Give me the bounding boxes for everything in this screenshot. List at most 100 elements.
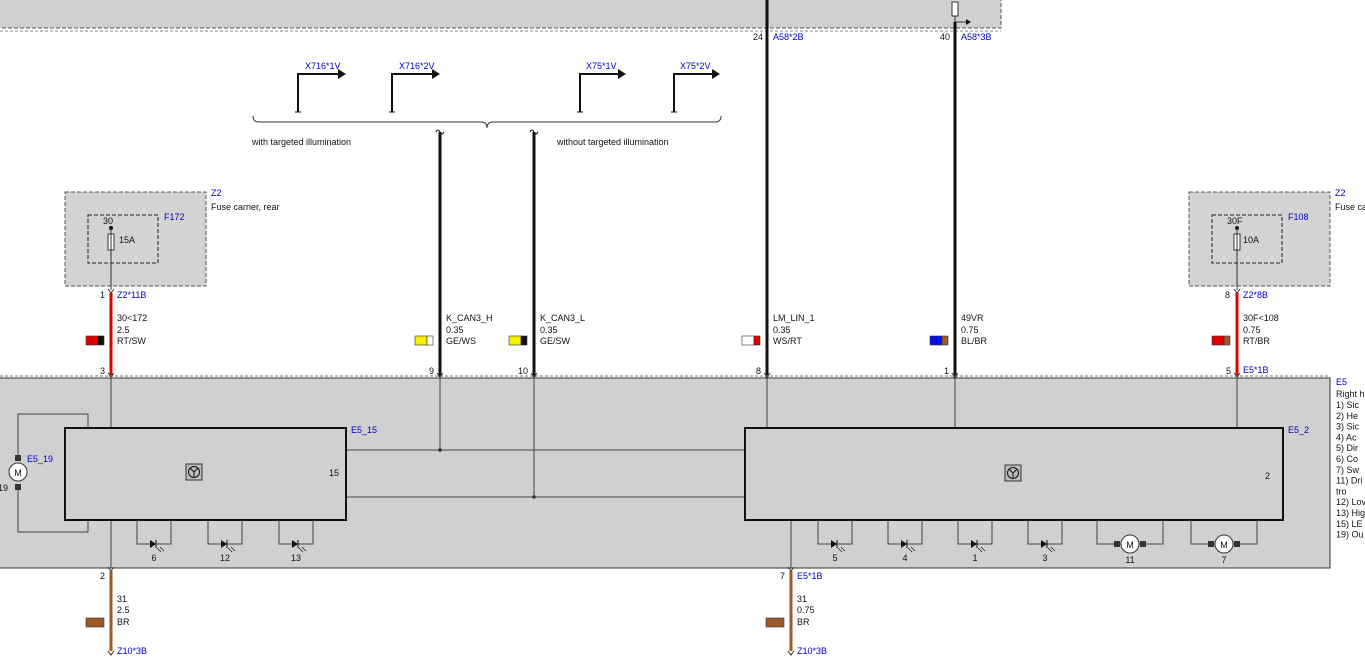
legend-item: 12) Lov [1336, 497, 1365, 507]
wire-pin-label: 9 [429, 366, 434, 376]
legend-item: 4) Ac [1336, 432, 1357, 442]
wire-color-code-label: RT/SW [117, 336, 146, 346]
sub-left-id: E5_15 [351, 425, 377, 435]
wire-color-code-label: RT/BR [1243, 336, 1270, 346]
top-connector-left-name: A58*2B [773, 32, 804, 42]
legend-item: 3) Sic [1336, 422, 1360, 432]
wire-color-code-label: GE/SW [540, 336, 571, 346]
led-icon: 13 [278, 520, 314, 563]
ground-connector-bottom: Z10*3B [797, 646, 827, 656]
motor-label: M [1126, 540, 1134, 550]
led-pin-label: 3 [1042, 553, 1047, 563]
ref-arrow-1: X716*1V [295, 61, 346, 113]
legend-item: 2) He [1336, 411, 1358, 421]
wire-pin-label: 1 [944, 366, 949, 376]
ref-arrow-2: X716*2V [389, 61, 440, 113]
fuse-right-connector: Z2*8B [1243, 290, 1268, 300]
led-icon: 5 [817, 520, 853, 563]
motor-icon: M 11 [1096, 520, 1164, 565]
fuse-right-pin: 8 [1225, 290, 1230, 300]
sub-right-pin: 2 [1265, 471, 1270, 481]
motor-pin-label: 11 [1125, 555, 1134, 565]
led-pin-label: 1 [972, 553, 977, 563]
ref-arrow-4: X75*2V [671, 61, 720, 113]
motor-left-label: M [14, 468, 22, 478]
ground-cross-section-label: 2.5 [117, 605, 130, 615]
fuse-carrier-right-name: Fuse ca [1335, 202, 1365, 212]
sub-left-pin: 15 [329, 468, 339, 478]
motor-e5-19: M E5_19 19 [0, 413, 89, 533]
top-connector-right-name: A58*3B [961, 32, 992, 42]
wire-signal-label: 30<172 [117, 313, 147, 323]
ref-arrow-3-label: X75*1V [586, 61, 617, 71]
ground-signal-label: 31 [797, 594, 807, 604]
wire-pin-label: 10 [518, 366, 528, 376]
motor-left-id: E5_19 [27, 454, 53, 464]
top-connector-right-pin: 40 [940, 32, 950, 42]
fuse-right-terminal: 30F [1227, 216, 1243, 226]
ref-arrow-1-label: X716*1V [305, 61, 341, 71]
wire-pin-label: 5 [1226, 366, 1231, 376]
ground-pin-label: 2 [100, 571, 105, 581]
wire-signal-label: K_CAN3_L [540, 313, 585, 323]
legend-item: 11) Dri [1336, 476, 1362, 486]
wire-pin-label: 8 [756, 366, 761, 376]
wire-color-swatch [741, 335, 761, 346]
legend-item: 19) Ou [1336, 530, 1364, 540]
wire-signal-label: LM_LIN_1 [773, 313, 815, 323]
fuse-right-rating: 10A [1243, 235, 1259, 245]
ref-arrow-3: X75*1V [577, 61, 626, 113]
motor-pin-label: 7 [1221, 555, 1226, 565]
wire-color-swatch [929, 335, 949, 346]
legend-item: 6) Co [1336, 454, 1358, 464]
fuse-left-rating: 15A [119, 235, 135, 245]
legend-item: 13) Hig [1336, 508, 1365, 518]
variant-with-label: with targeted illumination [251, 137, 351, 147]
ground-connector-top: E5*1B [797, 571, 823, 581]
fuse-left-id: F172 [164, 212, 185, 222]
wire-color-code-label: WS/RT [773, 336, 802, 346]
sub-right-id: E5_2 [1288, 425, 1309, 435]
top-connector-right: 40 A58*3B [940, 22, 992, 380]
led-icon: 12 [207, 520, 243, 563]
wire-color-swatch [85, 335, 105, 346]
ground-color-swatch [765, 617, 785, 628]
wire-cross-section-label: 0.75 [1243, 325, 1261, 335]
wire-color-code-label: BL/BR [961, 336, 988, 346]
control-unit-icon [185, 463, 203, 481]
ref-arrow-4-label: X75*2V [680, 61, 711, 71]
led-pin-label: 12 [220, 553, 230, 563]
wire-cross-section-label: 0.75 [961, 325, 979, 335]
ground-connector-bottom: Z10*3B [117, 646, 147, 656]
variant-brace [252, 115, 722, 129]
top-connector-left: 24 A58*2B [753, 0, 804, 380]
wire-cross-section-label: 2.5 [117, 325, 130, 335]
led-pin-label: 4 [902, 553, 907, 563]
wire-color-swatch [414, 335, 434, 346]
fuse-left-connector: Z2*11B [117, 290, 146, 300]
fuse-left-pin: 1 [100, 290, 105, 300]
fuse-carrier-right-id: Z2 [1335, 188, 1346, 198]
fuse-carrier-left-name: Fuse carrier, rear [211, 202, 280, 212]
motors-right: M 11M 7 [1096, 520, 1258, 565]
legend-item: 5) Dir [1336, 443, 1358, 453]
ground-pin-label: 7 [780, 571, 785, 581]
ref-arrow-2-label: X716*2V [399, 61, 435, 71]
fuse-left-terminal: 30 [103, 216, 113, 226]
wire-signal-label: 30F<108 [1243, 313, 1279, 323]
wire-cross-section-label: 0.35 [773, 325, 791, 335]
wire-signal-label: K_CAN3_H [446, 313, 493, 323]
wire-cross-section-label: 0.35 [446, 325, 464, 335]
ground-color-code-label: BR [117, 617, 130, 627]
led-icon: 1 [957, 520, 993, 563]
led-pin-label: 13 [291, 553, 301, 563]
module-e5-title: Right h [1336, 389, 1365, 399]
ground-cross-section-label: 0.75 [797, 605, 815, 615]
wire-signal-label: 49VR [961, 313, 984, 323]
wire-cross-section-label: 0.35 [540, 325, 558, 335]
fuse-carrier-right: Z2 Fuse ca F108 30F 10A [1188, 188, 1365, 287]
variant-without-label: without targeted illumination [556, 137, 669, 147]
led-pin-label: 5 [832, 553, 837, 563]
